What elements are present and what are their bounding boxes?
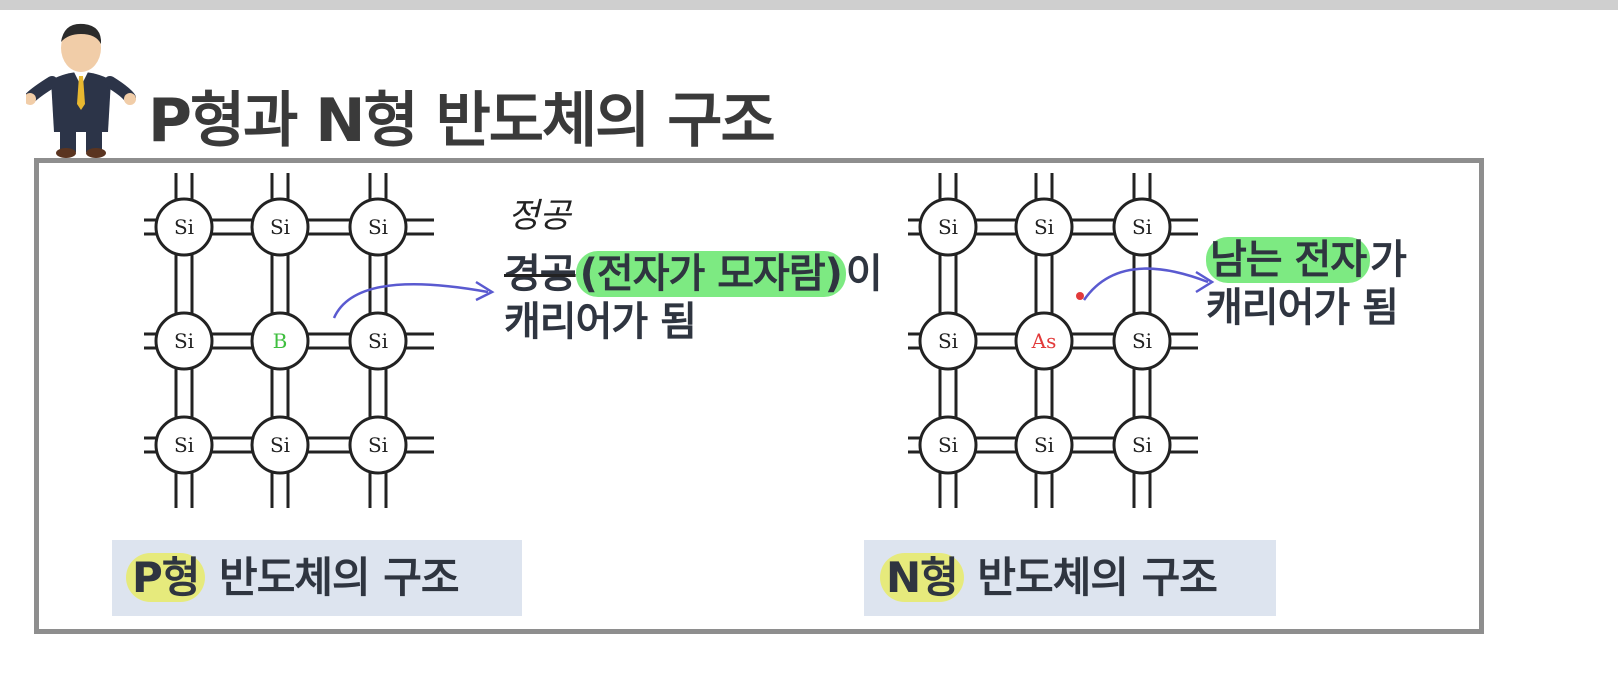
- note-suffix: 가: [1370, 237, 1407, 283]
- atom-label: Si: [1034, 433, 1054, 457]
- atom-label: Si: [174, 329, 194, 353]
- atom-label: Si: [938, 215, 958, 239]
- note-line2: 캐리어가 됨: [504, 299, 697, 345]
- atom-label: Si: [1132, 329, 1152, 353]
- atom-label: Si: [938, 433, 958, 457]
- caption-highlight: N형: [880, 553, 964, 602]
- p-type-lattice: Si Si Si Si B Si Si Si Si: [134, 168, 444, 513]
- note-line2: 캐리어가 됨: [1206, 285, 1399, 331]
- highlighted-text: 남는 전자: [1206, 237, 1371, 283]
- atom-label: Si: [938, 329, 958, 353]
- atom-label: Si: [368, 215, 388, 239]
- atom-label: Si: [174, 433, 194, 457]
- atom-label: Si: [368, 329, 388, 353]
- caption-rest: 반도체의 구조: [963, 553, 1217, 602]
- handwritten-correction: 정공: [508, 196, 571, 236]
- atom-label: Si: [1132, 215, 1152, 239]
- dopant-label: As: [1031, 329, 1057, 353]
- highlighted-text: (전자가 모자람): [575, 251, 846, 297]
- n-type-caption: N형 반도체의 구조: [864, 540, 1276, 616]
- caption-highlight: P형: [126, 553, 206, 602]
- dopant-label: B: [273, 329, 288, 353]
- p-type-note: 경공(전자가 모자람)이 캐리어가 됨: [504, 250, 883, 346]
- atom-label: Si: [270, 433, 290, 457]
- struck-text: 경공: [504, 251, 577, 297]
- atom-label: Si: [1034, 215, 1054, 239]
- atom-label: Si: [270, 215, 290, 239]
- p-type-caption: P형 반도체의 구조: [112, 540, 522, 616]
- caption-rest: 반도체의 구조: [205, 553, 459, 602]
- businessman-icon: [24, 20, 136, 160]
- atom-label: Si: [1132, 433, 1152, 457]
- top-bar: [0, 0, 1618, 10]
- atom-label: Si: [368, 433, 388, 457]
- atom-label: Si: [174, 215, 194, 239]
- n-type-lattice: Si Si Si Si As Si Si Si Si: [898, 168, 1208, 513]
- note-suffix: 이: [845, 251, 883, 297]
- page-title: P형과 N형 반도체의 구조: [148, 86, 776, 156]
